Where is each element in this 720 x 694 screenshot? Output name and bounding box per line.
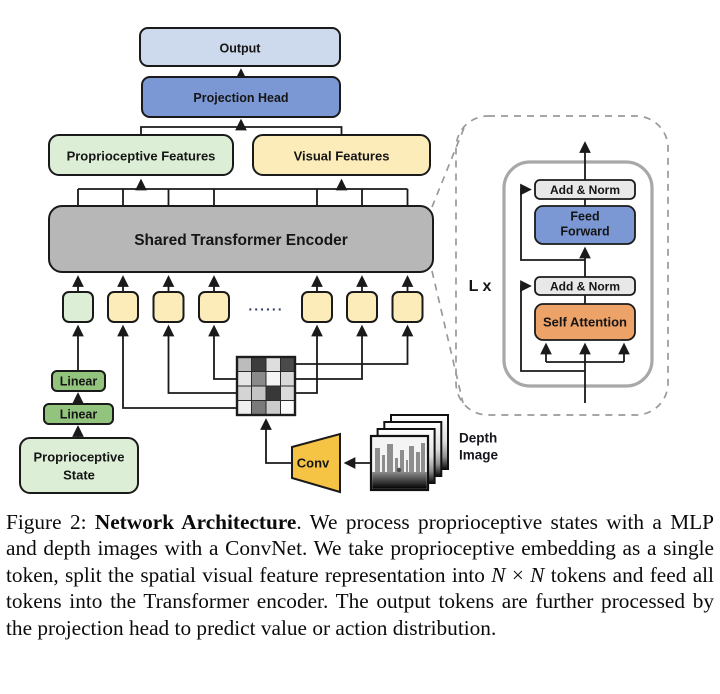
- proprioceptive-features-box: [48, 134, 234, 176]
- caption-segment: Network Architecture: [94, 510, 297, 534]
- tokens-ellipsis: ......: [248, 298, 283, 314]
- grid-cell: [251, 400, 267, 416]
- visual-features-label: Visual Features: [294, 149, 390, 164]
- grid-cell: [251, 356, 267, 372]
- grid-cell: [236, 356, 252, 372]
- self-attention-label: Self Attention: [543, 315, 627, 330]
- transformer-block: Add & Norm Feed Forward Add & Norm Self …: [469, 141, 654, 403]
- output-box: [139, 27, 341, 67]
- grid-cell: [251, 371, 267, 387]
- feed-forward-box: [534, 205, 636, 245]
- visual-features-box: [252, 134, 431, 176]
- linear-box-top: [51, 370, 106, 392]
- caption-segment: ×: [505, 562, 531, 587]
- caption-segment: tokens and feed all tokens into the Tran…: [6, 562, 714, 640]
- grid-cell: [265, 400, 281, 416]
- proprioceptive-state-line1: Proprioceptive: [33, 450, 124, 465]
- grid-cell: [265, 356, 281, 372]
- grid-cell: [280, 371, 296, 387]
- proprioceptive-state-line2: State: [63, 468, 95, 483]
- conv-label: Conv: [297, 456, 330, 471]
- grid-outline: [235, 355, 297, 417]
- loop-count-label: L x: [469, 278, 492, 295]
- transformer-block-arrows: [520, 141, 630, 403]
- grid-cell: [265, 371, 281, 387]
- token-visual-1: [107, 291, 139, 323]
- linear-bottom-label: Linear: [60, 408, 98, 422]
- proprioceptive-state-box: [19, 437, 139, 494]
- token-visual-5: [346, 291, 378, 323]
- zoom-dashed-container: [455, 115, 669, 416]
- depth-image-stack: [369, 414, 449, 492]
- transformer-encoder-label: Shared Transformer Encoder: [134, 232, 348, 249]
- linear-box-bottom: [43, 403, 114, 425]
- caption-segment: N: [491, 562, 506, 587]
- projection-head-box: [141, 76, 341, 118]
- grid-cell: [251, 385, 267, 401]
- grid-cell: [280, 356, 296, 372]
- caption-segment: Figure 2:: [6, 510, 95, 534]
- conv-trapezoid: [291, 432, 341, 494]
- caption-segment: N: [530, 562, 545, 587]
- add-norm-top-box: [534, 179, 636, 200]
- token-proprioceptive: [62, 291, 94, 323]
- feature-grid: [235, 355, 297, 417]
- token-visual-3: [198, 291, 230, 323]
- token-visual-4: [301, 291, 333, 323]
- depth-frame-front: [369, 434, 430, 492]
- grid-cell: [280, 400, 296, 416]
- architecture-diagram: Add & Norm Feed Forward Add & Norm Self …: [19, 27, 669, 494]
- grid-cell: [265, 385, 281, 401]
- caption-segment: . We process proprioceptive states with …: [6, 510, 714, 587]
- output-label: Output: [220, 42, 262, 56]
- depth-image-label-line2: Image: [459, 448, 499, 463]
- feed-forward-label-line1: Feed: [570, 210, 599, 224]
- add-norm-bottom-label: Add & Norm: [550, 279, 620, 293]
- zoom-callout-lines: [431, 115, 669, 416]
- self-attention-box: [534, 303, 636, 341]
- transformer-encoder-box: [48, 205, 434, 273]
- token-visual-6: [391, 291, 424, 323]
- grid-cell: [236, 371, 252, 387]
- add-norm-bottom-box: [534, 276, 636, 296]
- proprioceptive-features-label: Proprioceptive Features: [67, 149, 216, 164]
- token-row: ......: [62, 291, 424, 323]
- linear-top-label: Linear: [60, 375, 98, 389]
- add-norm-top-label: Add & Norm: [550, 183, 620, 197]
- grid-cell: [236, 400, 252, 416]
- figure-caption: Figure 2: Network Architecture. We proce…: [6, 509, 714, 641]
- grid-cell: [236, 385, 252, 401]
- main-flow-arrows: [72, 68, 414, 469]
- depth-image-label-line1: Depth: [459, 431, 497, 446]
- grid-cell: [280, 385, 296, 401]
- token-visual-2: [152, 291, 185, 323]
- feed-forward-label-line2: Forward: [560, 225, 609, 239]
- projection-head-label: Projection Head: [193, 91, 288, 105]
